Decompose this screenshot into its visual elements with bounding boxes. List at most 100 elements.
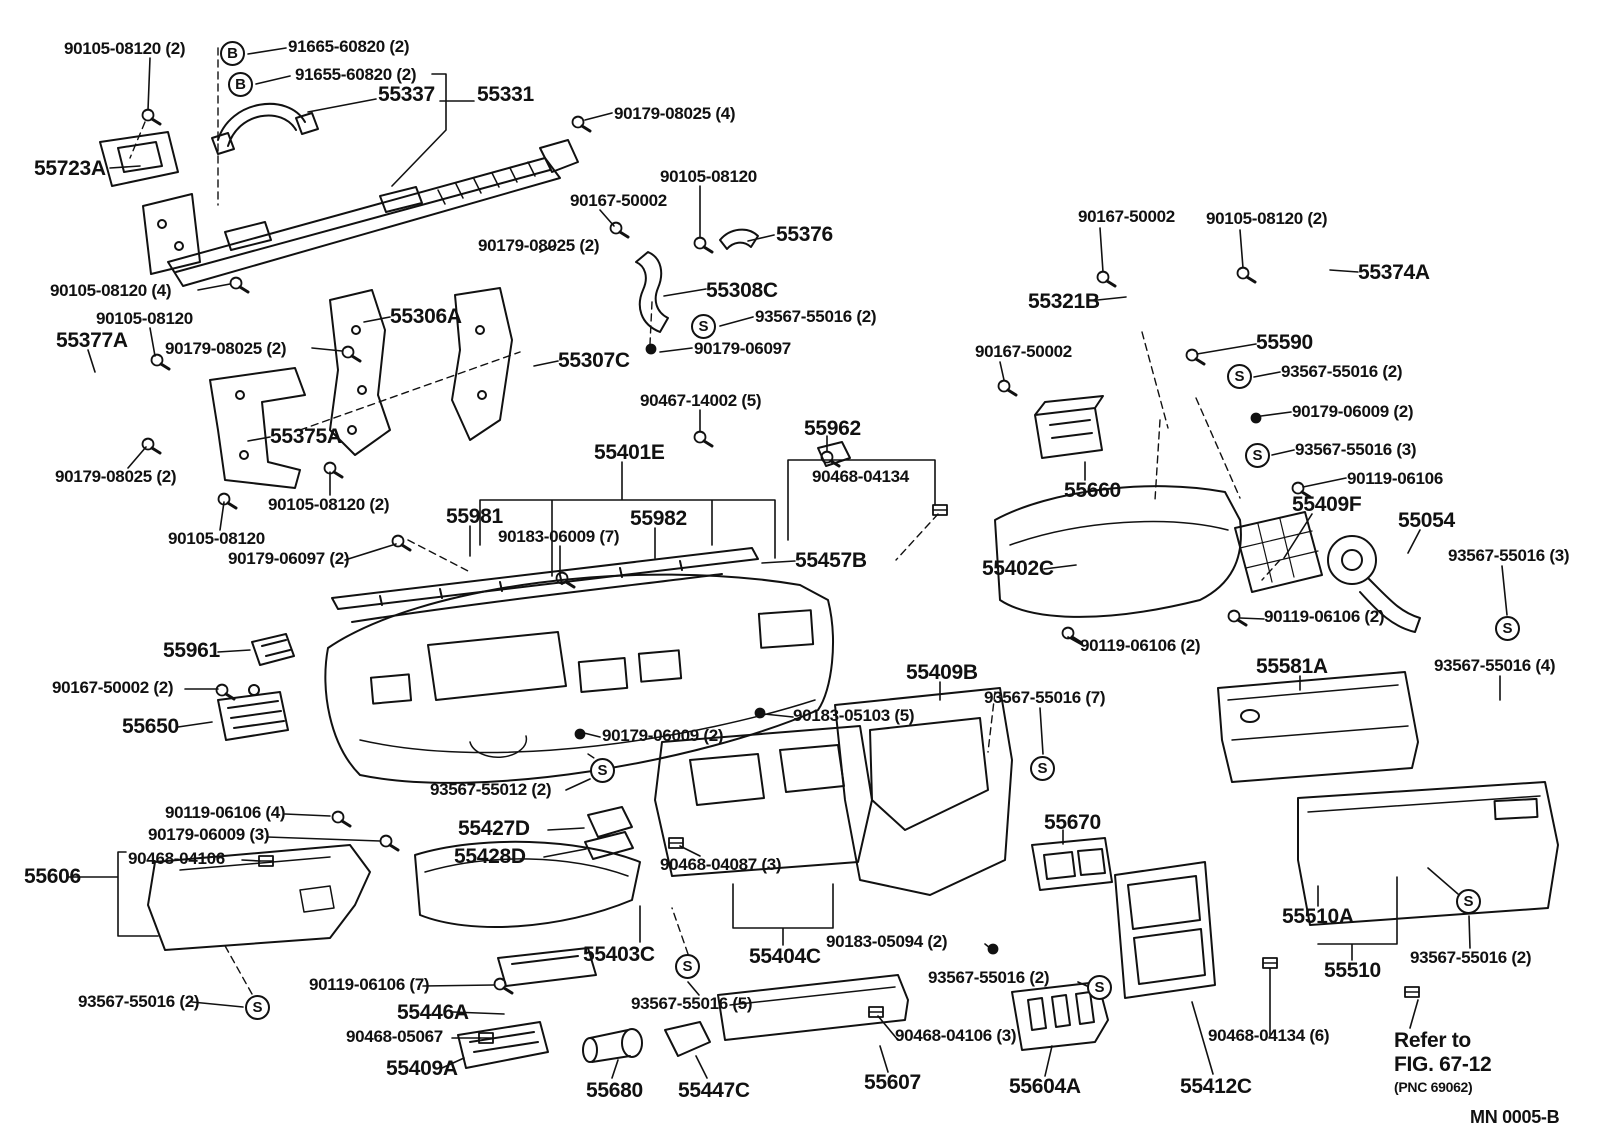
part-label: FIG. 67-12 (1394, 1053, 1492, 1076)
part-sketch-clip-55961 (251, 633, 295, 666)
part-sketch-beam-55331 (142, 139, 579, 287)
part-label: 90105-08120 (4) (50, 281, 172, 300)
part-label: 55374A (1358, 261, 1430, 284)
construction-dashed-lines (129, 47, 1281, 995)
part-label: 55331 (477, 83, 534, 106)
part-label: 90179-06009 (3) (148, 825, 270, 844)
part-label: 91655-60820 (2) (295, 65, 417, 84)
part-sketch-panel-55606 (147, 844, 371, 951)
part-label: 90179-08025 (2) (165, 339, 287, 358)
part-label: 55660 (1064, 479, 1121, 502)
part-label: 93567-55016 (2) (78, 992, 200, 1011)
part-label: 55680 (586, 1079, 643, 1102)
circled-S-marker: S (1087, 975, 1112, 1000)
part-label: 90167-50002 (570, 191, 667, 210)
part-label: 90105-08120 (660, 167, 757, 186)
part-sketch-bracket-55723A (99, 131, 179, 187)
part-label: 90105-08120 (96, 309, 193, 328)
circled-S-marker: S (691, 314, 716, 339)
part-sketch-clamps-55427D-55428D (584, 806, 634, 860)
part-label: 55428D (454, 845, 526, 868)
circled-S-marker: S (1245, 443, 1270, 468)
part-label: 55337 (378, 83, 435, 106)
part-sketch-console-55409B (834, 687, 1013, 896)
part-sketch-knob-55680 (582, 1028, 643, 1063)
part-label: 90119-06106 (7) (309, 975, 430, 994)
part-label: 93567-55016 (3) (1448, 546, 1570, 565)
part-sketch-pad-55409F (1234, 511, 1323, 593)
part-sketch-box-55670 (1031, 837, 1113, 891)
part-label: 93567-55016 (5) (631, 994, 753, 1013)
part-label: 90105-08120 (2) (268, 495, 390, 514)
part-sketch-garnish-55981-55982 (331, 547, 759, 623)
circled-S-marker: S (1227, 364, 1252, 389)
part-label: 55447C (678, 1079, 750, 1102)
part-label: 90119-06106 (2) (1264, 607, 1385, 626)
part-label: 90468-04106 (128, 849, 225, 868)
part-label: 93567-55016 (2) (1410, 948, 1532, 967)
leader-lines (67, 47, 1508, 1079)
part-label: 90179-06097 (2) (228, 549, 350, 568)
part-label: 55306A (390, 305, 462, 328)
part-label: 90105-08120 (2) (1206, 209, 1328, 228)
part-label: 55307C (558, 349, 630, 372)
part-label: 90468-04106 (3) (895, 1026, 1017, 1045)
part-label: 55412C (1180, 1075, 1252, 1098)
part-sketch-glovebox-55581A (1217, 671, 1419, 783)
circled-S-marker: S (1030, 756, 1055, 781)
part-sketch-tray-55446A (497, 947, 597, 987)
part-label: 90183-05103 (5) (793, 706, 915, 725)
part-label: 55321B (1028, 290, 1100, 313)
part-label: 93567-55016 (2) (928, 968, 1050, 987)
part-sketch-glovedoor-55510 (1297, 781, 1559, 926)
part-label: 55375A (270, 425, 342, 448)
part-label: Refer to (1394, 1029, 1471, 1052)
part-label: 55962 (804, 417, 861, 440)
part-label: 93567-55016 (2) (1281, 362, 1403, 381)
part-label: 55961 (163, 639, 220, 662)
part-label: 90105-08120 (168, 529, 265, 548)
part-label: 55401E (594, 441, 665, 464)
part-label: 90179-08025 (2) (55, 467, 177, 486)
part-label: 90183-05094 (2) (826, 932, 948, 951)
part-label: 55409B (906, 661, 978, 684)
circled-B-marker: B (220, 41, 245, 66)
part-label: 90119-06106 (4) (165, 803, 286, 822)
part-label: 90183-06009 (7) (498, 527, 620, 546)
part-label: 55510 (1324, 959, 1381, 982)
part-sketch-cylinder-55054 (1327, 535, 1421, 633)
part-label: 55607 (864, 1071, 921, 1094)
part-label: 90179-06009 (2) (602, 726, 724, 745)
part-label: 93567-55016 (7) (984, 688, 1106, 707)
circled-S-marker: S (245, 995, 270, 1020)
part-sketch-bracket-55306A (329, 289, 391, 456)
part-sketch-lever-55376 (719, 228, 759, 250)
circled-S-marker: S (1495, 616, 1520, 641)
part-label: 55604A (1009, 1075, 1081, 1098)
part-label: 55650 (122, 715, 179, 738)
part-sketch-bracket-55308C (635, 251, 669, 333)
part-label: 55402C (982, 557, 1054, 580)
part-sketch-stay-55337 (211, 102, 319, 155)
part-label: 93567-55016 (3) (1295, 440, 1417, 459)
part-sketch-bracket-55307C (451, 287, 513, 441)
part-sketch-bracket-55375A (209, 367, 306, 489)
part-label: 90179-06009 (2) (1292, 402, 1414, 421)
part-label: 55054 (1398, 509, 1455, 532)
part-label: 90179-08025 (2) (478, 236, 600, 255)
part-label: 90167-50002 (975, 342, 1072, 361)
part-label: (PNC 69062) (1394, 1079, 1473, 1095)
part-label: 55981 (446, 505, 503, 528)
part-label: 55982 (630, 507, 687, 530)
part-label: 90468-04087 (3) (660, 855, 782, 874)
part-sketch-register-55650 (217, 684, 289, 741)
part-label: 93567-55016 (2) (755, 307, 877, 326)
part-label: 90468-05067 (346, 1027, 443, 1046)
part-label: 90119-06106 (1347, 469, 1443, 488)
part-label: 55409A (386, 1057, 458, 1080)
part-label: 55581A (1256, 655, 1328, 678)
part-label: 55377A (56, 329, 128, 352)
circled-S-marker: S (1456, 889, 1481, 914)
part-label: 90468-04134 (6) (1208, 1026, 1330, 1045)
